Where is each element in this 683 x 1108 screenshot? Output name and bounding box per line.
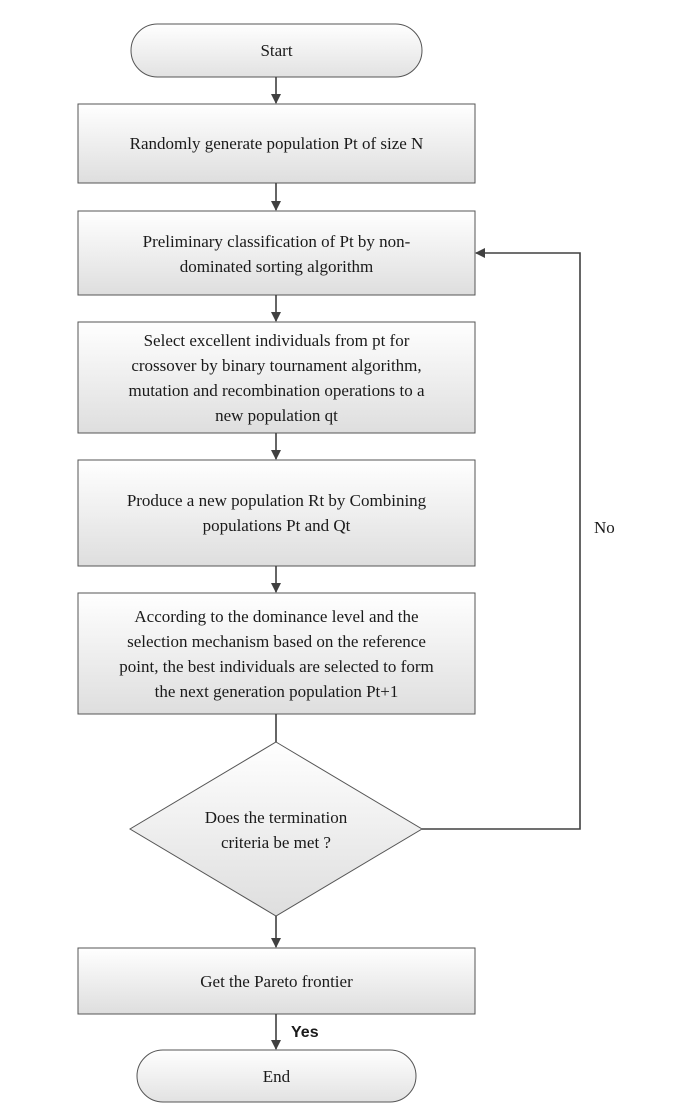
edge-label-yes: Yes: [291, 1024, 319, 1041]
selection-crossover-box: [77, 321, 476, 434]
init-population-box: [77, 103, 476, 184]
combine-box: [77, 459, 476, 567]
edge-label-no: No: [594, 518, 615, 537]
nondominated-sort-box: [77, 210, 476, 296]
environmental-selection-label: According to the dominance level and the…: [119, 606, 434, 701]
end-terminal: [136, 1049, 417, 1103]
start-label: Start: [260, 41, 293, 60]
edge-decision-loop-no: [422, 248, 581, 830]
pareto-label: Get the Pareto frontier: [200, 971, 353, 991]
nondominated-sort-label: Preliminary classification of Pt by non-…: [142, 232, 411, 276]
end-label: End: [262, 1066, 291, 1086]
termination-check-label: Does the termination criteria be met ?: [204, 808, 348, 852]
combine-label: Produce a new population Rt by Combining…: [126, 491, 427, 535]
init-population-label: Randomly generate population Pt of size …: [129, 134, 424, 153]
pareto-box: [77, 947, 476, 1015]
selection-crossover-label: Select excellent individuals from pt for…: [128, 330, 425, 425]
